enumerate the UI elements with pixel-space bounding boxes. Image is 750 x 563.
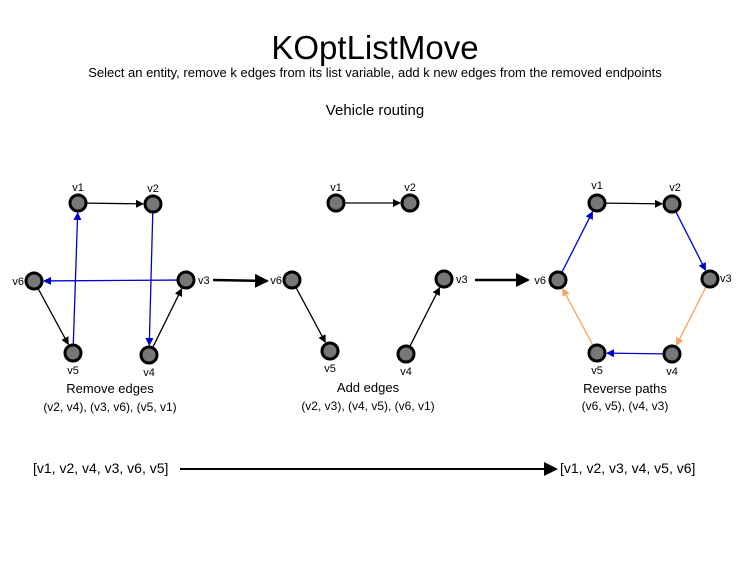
node-v4 bbox=[139, 345, 159, 365]
node-v1 bbox=[587, 193, 607, 213]
node-v6 bbox=[548, 270, 568, 290]
node-v5 bbox=[63, 343, 83, 363]
node-v5 bbox=[587, 343, 607, 363]
node-v2 bbox=[662, 194, 682, 214]
node-label-v3: v3 bbox=[720, 273, 732, 285]
edge-v6-v1 bbox=[561, 211, 594, 273]
edge-v3-v4 bbox=[675, 286, 707, 346]
node-label-v6: v6 bbox=[270, 275, 282, 287]
node-v6 bbox=[282, 270, 302, 290]
node-v3 bbox=[434, 269, 454, 289]
edge-v6-v5 bbox=[295, 287, 326, 344]
node-label-v6: v6 bbox=[534, 275, 546, 287]
node-label-v5: v5 bbox=[67, 365, 79, 377]
node-label-v1: v1 bbox=[591, 180, 603, 192]
node-v2 bbox=[143, 194, 163, 214]
panel-caption: Add edges bbox=[337, 380, 400, 395]
node-label-v3: v3 bbox=[456, 274, 468, 286]
edge-v4-v3 bbox=[409, 287, 441, 347]
node-v5 bbox=[320, 341, 340, 361]
panel-detail: (v2, v4), (v3, v6), (v5, v1) bbox=[43, 400, 176, 414]
diagram-subtitle: Select an entity, remove k edges from it… bbox=[88, 65, 662, 80]
panel-detail: (v6, v5), (v4, v3) bbox=[582, 399, 669, 413]
node-label-v6: v6 bbox=[12, 276, 24, 288]
node-label-v4: v4 bbox=[400, 366, 412, 378]
list-after: [v1, v2, v3, v4, v5, v6] bbox=[560, 460, 695, 476]
edge-v4-v3 bbox=[152, 288, 183, 348]
edge-v4-v5 bbox=[605, 349, 664, 358]
diagram-title: KOptListMove bbox=[271, 29, 479, 66]
edge-v2-v4 bbox=[145, 212, 154, 347]
node-label-v1: v1 bbox=[72, 182, 84, 194]
node-v3 bbox=[700, 269, 720, 289]
edge-v5-v1 bbox=[72, 211, 82, 345]
node-v1 bbox=[326, 193, 346, 213]
node-label-v3: v3 bbox=[198, 275, 210, 287]
edge-v5-v6 bbox=[562, 287, 594, 346]
node-label-v2: v2 bbox=[147, 183, 159, 195]
section-label: Vehicle routing bbox=[325, 102, 425, 119]
edge-v2-v3 bbox=[675, 211, 707, 271]
list-before: [v1, v2, v4, v3, v6, v5] bbox=[33, 460, 168, 476]
panel-detail: (v2, v3), (v4, v5), (v6, v1) bbox=[301, 399, 434, 413]
panel-caption: Remove edges bbox=[66, 381, 154, 396]
node-label-v4: v4 bbox=[143, 367, 155, 379]
node-v4 bbox=[396, 344, 416, 364]
node-v4 bbox=[662, 344, 682, 364]
edge-v3-v6 bbox=[42, 276, 178, 285]
node-label-v5: v5 bbox=[324, 363, 336, 375]
node-label-v2: v2 bbox=[404, 182, 416, 194]
panel-caption: Reverse paths bbox=[583, 381, 667, 396]
node-v6 bbox=[24, 271, 44, 291]
node-v3 bbox=[176, 270, 196, 290]
edge-v1-v2 bbox=[605, 199, 664, 208]
node-label-v1: v1 bbox=[330, 182, 342, 194]
edge-v6-v5 bbox=[37, 288, 69, 346]
node-label-v4: v4 bbox=[666, 366, 678, 378]
edge-v1-v2 bbox=[86, 199, 145, 208]
node-v2 bbox=[400, 193, 420, 213]
node-label-v2: v2 bbox=[669, 182, 681, 194]
node-label-v5: v5 bbox=[591, 365, 603, 377]
panel-arrow-1-to-2 bbox=[212, 273, 269, 288]
node-v1 bbox=[68, 193, 88, 213]
